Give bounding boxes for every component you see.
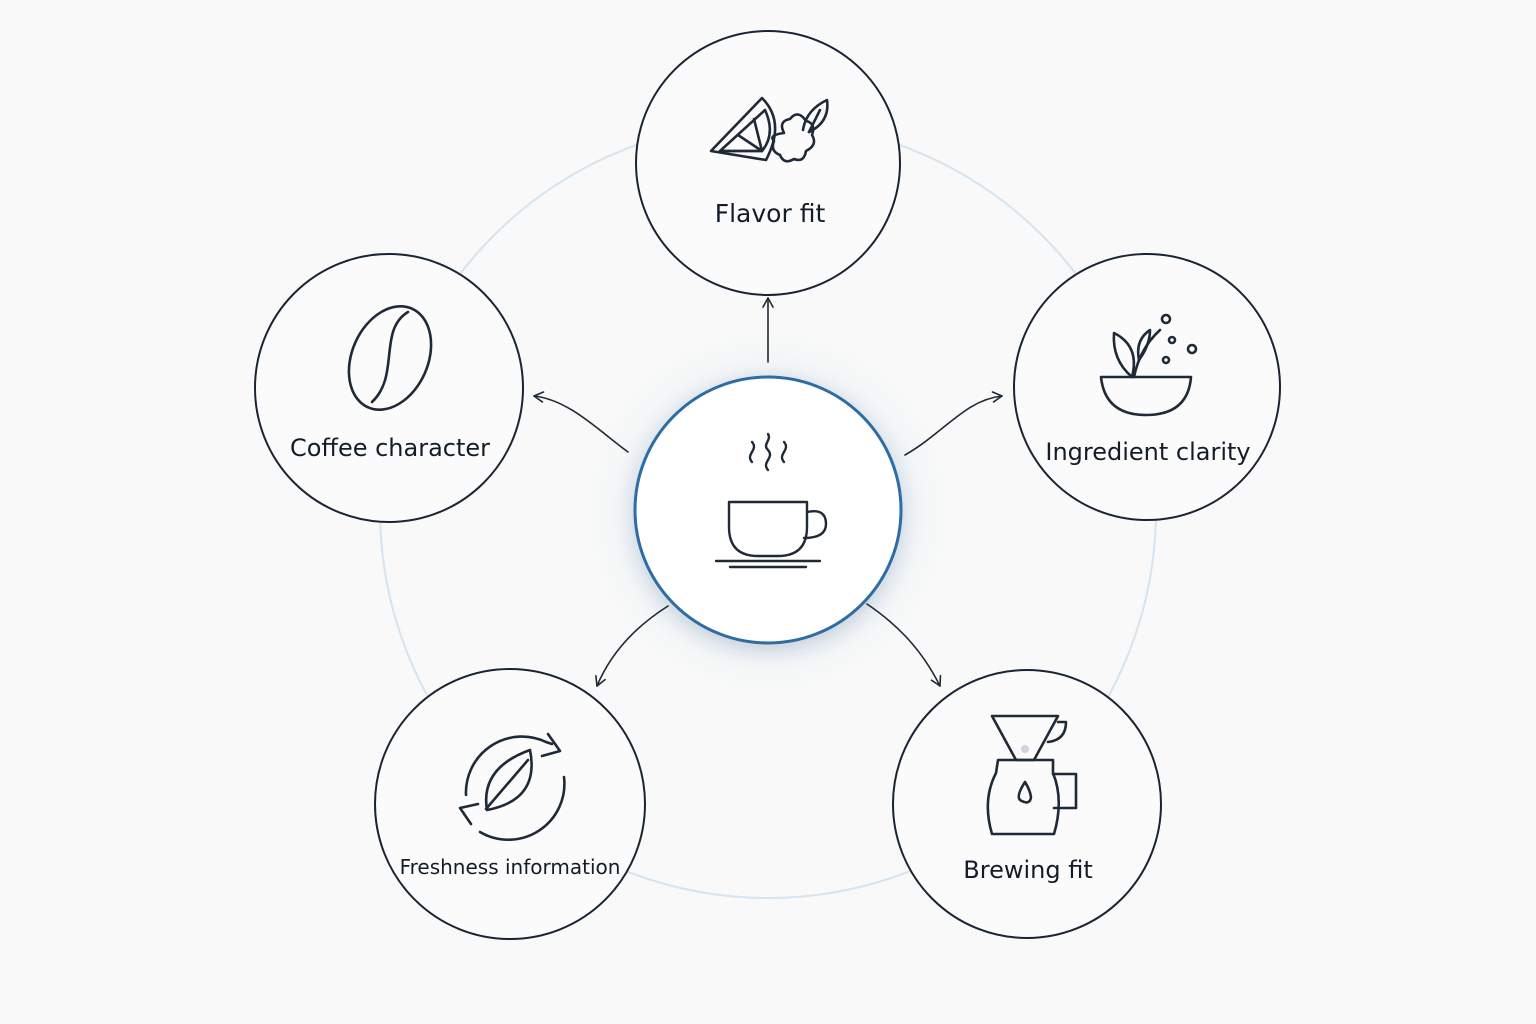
node-label-brewing-fit: Brewing fit: [963, 856, 1092, 884]
arrow-to-freshness-information: [595, 605, 669, 687]
node-label-freshness-information: Freshness information: [400, 855, 621, 879]
node-label-ingredient-clarity: Ingredient clarity: [1045, 438, 1250, 466]
bowl-herb-icon: [1099, 313, 1198, 417]
node-label-flavor-fit: Flavor fit: [715, 199, 826, 228]
arrow-to-ingredient-clarity: [904, 391, 1003, 456]
node-flavor-fit[interactable]: Flavor fit: [635, 30, 901, 296]
center-node[interactable]: [633, 375, 903, 645]
node-coffee-character[interactable]: Coffee character: [254, 253, 524, 523]
arrow-to-brewing-fit: [866, 603, 942, 687]
node-ingredient-clarity[interactable]: Ingredient clarity: [1013, 253, 1281, 521]
arrow-to-coffee-character: [533, 391, 629, 453]
pour-over-icon: [986, 714, 1078, 836]
node-brewing-fit[interactable]: Brewing fit: [892, 669, 1162, 939]
coffee-bean-icon: [347, 305, 433, 411]
leaf-cycle-icon: [458, 732, 566, 842]
node-freshness-information[interactable]: Freshness information: [374, 668, 646, 940]
drip-icon: [1021, 745, 1029, 753]
node-label-coffee-character: Coffee character: [290, 434, 490, 462]
coffee-cup-icon: [714, 432, 828, 569]
citrus-berry-leaf-icon: [709, 96, 829, 163]
